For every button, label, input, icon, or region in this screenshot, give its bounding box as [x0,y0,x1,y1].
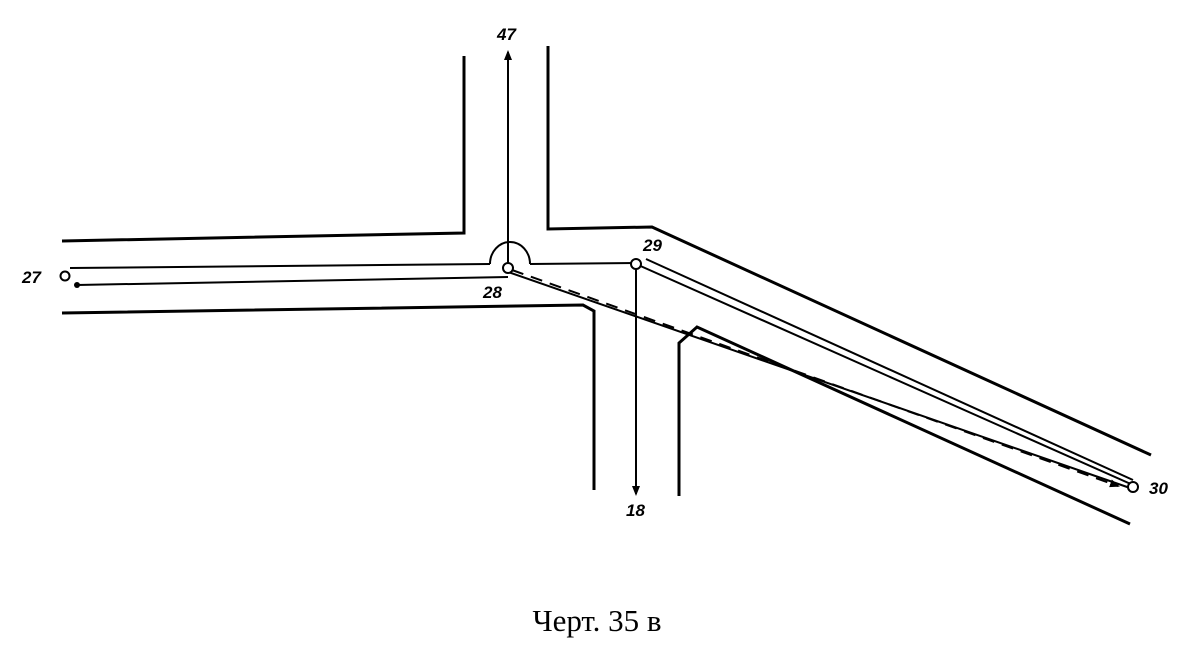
road-edges [61,46,1152,526]
nodes [59,258,1139,493]
node-28 [502,262,514,274]
path-27-28-lower [76,276,509,286]
label-30: 30 [1149,479,1168,498]
road-edge-bottom-left [61,303,596,490]
traffic-paths [69,50,1134,496]
path-27-28-upper [69,263,491,269]
node-29 [630,258,642,270]
path-29-30-b [645,258,1134,481]
road-edge-top-right [546,46,1152,457]
label-28: 28 [482,283,502,302]
road-edge-bottom-right [677,325,1131,526]
label-47: 47 [496,25,517,44]
path-28-29 [529,262,637,265]
path-29-30-a [635,263,1134,486]
label-27: 27 [21,268,42,287]
node-27 [59,270,71,282]
bump-arc [489,241,531,265]
figure-caption: Черт. 35 в [532,603,662,638]
label-29: 29 [642,236,662,255]
road-edge-top-left [61,56,466,243]
node-30 [1127,481,1139,493]
label-18: 18 [626,501,645,520]
path-start-dot [74,282,80,288]
path-28-30-dashed [511,269,1120,488]
node-labels: 27 28 29 30 47 18 [21,25,1168,520]
